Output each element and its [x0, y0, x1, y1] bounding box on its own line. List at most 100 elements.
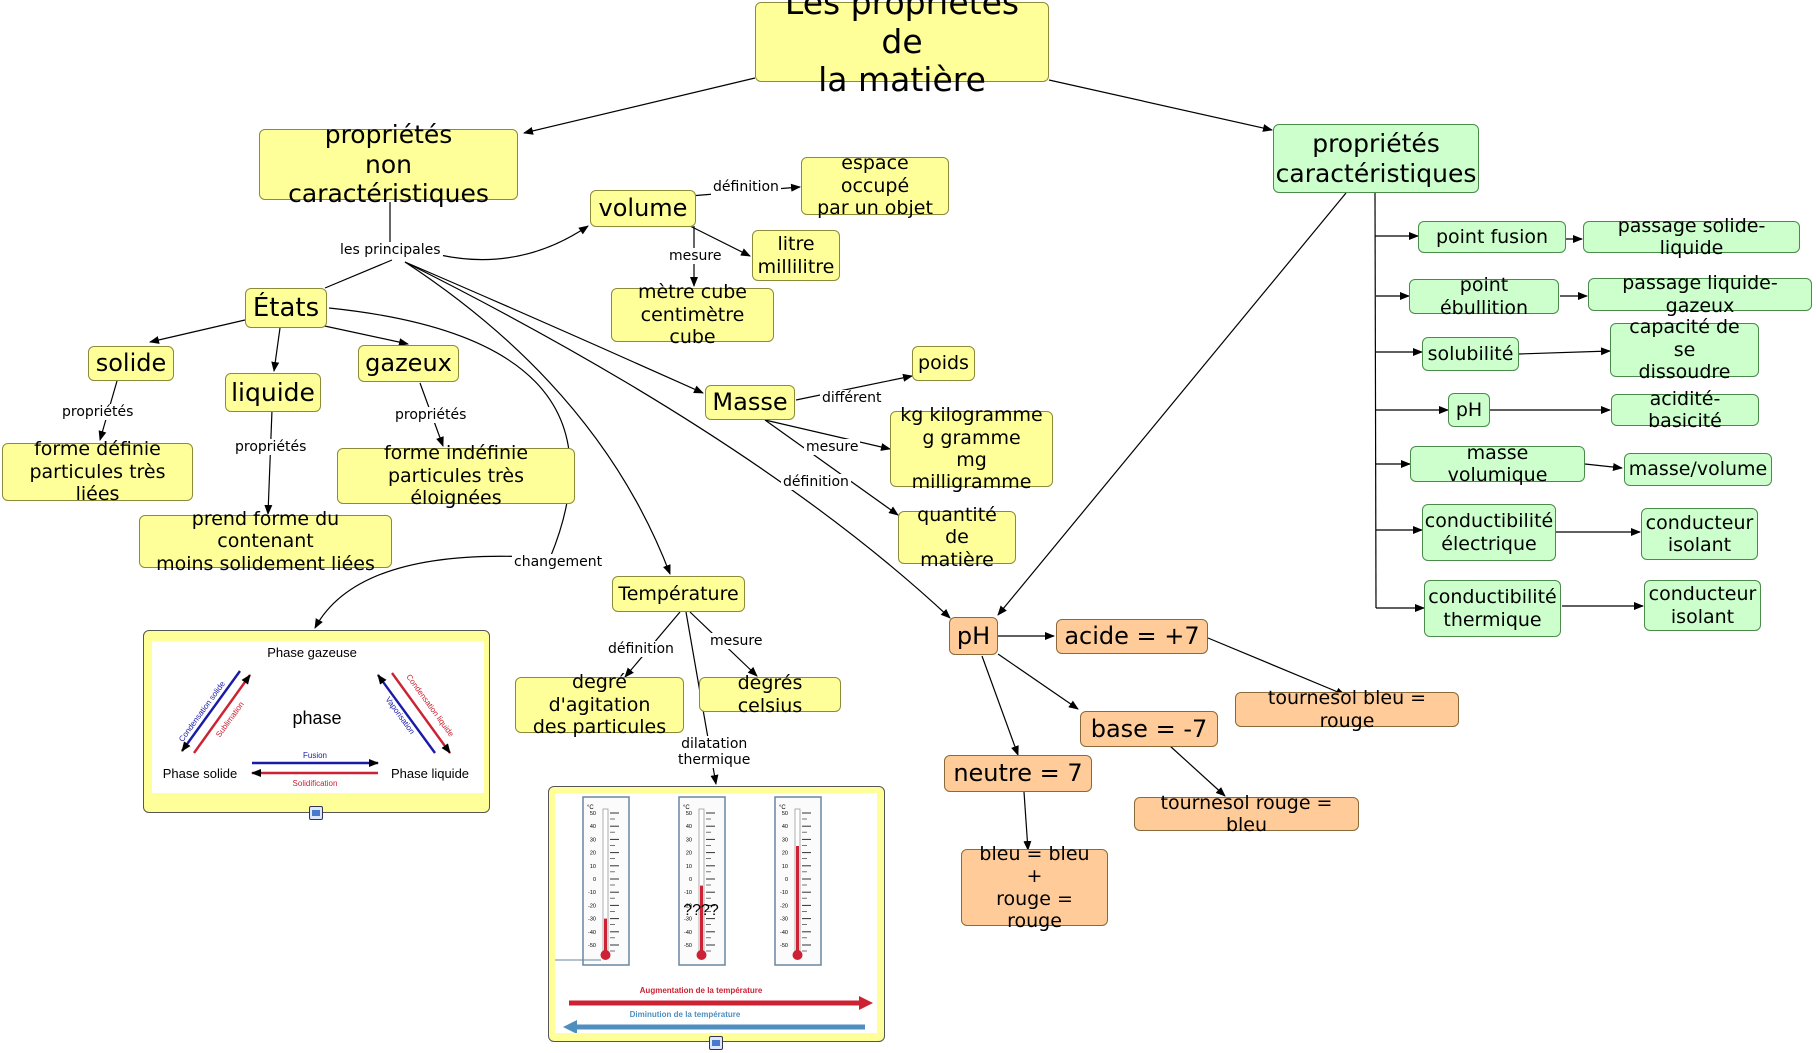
- principales-label: les principales: [338, 242, 443, 258]
- thermometer-tick-label: -40: [684, 930, 692, 936]
- thermometer-tick-label: 10: [590, 864, 596, 870]
- liquide-proprietes-label: propriétés: [233, 439, 309, 455]
- acide-test-node: tournesol bleu = rouge: [1235, 687, 1459, 732]
- temperature-increase-text: Augmentation de la température: [640, 986, 763, 995]
- thermometer-tick-label: -30: [684, 917, 692, 923]
- thermometer-tick-label: 0: [689, 877, 692, 883]
- solidification-text: Solidification: [293, 779, 338, 788]
- dilatation-label: dilatation thermique: [676, 736, 753, 768]
- phase-diagram-image: Phase gazeuse Phase solide Phase liquide…: [143, 630, 490, 813]
- phase-liquide-text: Phase liquide: [391, 766, 469, 781]
- characteristic-property-value-2: passage liquide-gazeux: [1588, 272, 1812, 317]
- masse-definition-node: quantité de matière: [898, 504, 1016, 571]
- base-node: base = -7: [1080, 711, 1218, 747]
- thermometer-tick-label: 40: [782, 824, 788, 830]
- thermometer-question-text: ????: [683, 902, 719, 919]
- characteristic-property-value-3: capacité de se dissoudre: [1610, 316, 1759, 383]
- solide-properties-node: forme définie particules très liées: [2, 438, 193, 505]
- gazeux-properties-node: forme indéfinie particules très éloignée…: [337, 442, 575, 509]
- volume-units-metre-node: mètre cube centimètre cube: [611, 281, 774, 348]
- thermometer-tick-label: -50: [588, 943, 596, 949]
- characteristic-property-value-1: passage solide-liquide: [1583, 215, 1800, 259]
- characteristic-property-7: conductibilité thermique: [1424, 580, 1561, 637]
- temperature-mesure-label: mesure: [708, 633, 765, 649]
- fusion-text: Fusion: [303, 751, 327, 760]
- thermometer-1: °C50 40 30 20 10 0 -10 -20 -30 -40 -50: [582, 796, 630, 966]
- thermometer-tick-label: -50: [780, 943, 788, 949]
- thermometer-tick-label: 40: [590, 824, 596, 830]
- neutre-node: neutre = 7: [944, 755, 1092, 792]
- characteristic-properties-node: propriétés caractéristiques: [1273, 124, 1479, 193]
- volume-node: volume: [590, 190, 696, 227]
- thermometer-tick-label: 0: [593, 877, 596, 883]
- thermometer-bulb: [600, 950, 611, 960]
- thermometer-tick-label: 50: [590, 811, 596, 817]
- thermometer-tick-label: -10: [588, 890, 596, 896]
- thermometer-unit: °C: [779, 805, 786, 811]
- thermometer-tick-label: -20: [780, 903, 788, 909]
- volume-definition-label: définition: [711, 179, 781, 195]
- thermometer-unit: °C: [683, 805, 690, 811]
- thermometer-tick-label: -20: [588, 903, 596, 909]
- characteristic-property-4: pH: [1448, 393, 1490, 427]
- thermometer-tick-label: -40: [588, 930, 596, 936]
- thermometer-tick-label: 30: [782, 837, 788, 843]
- temperature-decrease-text: Diminution de la température: [630, 1010, 741, 1019]
- liquide-node: liquide: [225, 373, 321, 412]
- thermometer-tick-label: 30: [590, 837, 596, 843]
- characteristic-property-value-5: masse/volume: [1624, 453, 1772, 486]
- characteristic-property-value-7: conducteur isolant: [1644, 580, 1761, 631]
- thermometer-level: [796, 846, 799, 951]
- thermometer-tick-label: 20: [686, 851, 692, 857]
- volume-definition-node: espace occupé par un objet: [801, 152, 949, 219]
- non-characteristic-properties-node: propriétés non caractéristiques: [259, 120, 518, 208]
- thermometer-level: [604, 918, 607, 951]
- solide-proprietes-label: propriétés: [60, 404, 136, 420]
- characteristic-property-6: conductibilité électrique: [1422, 504, 1556, 561]
- masse-units-node: kg kilogramme g gramme mg milligramme: [890, 404, 1053, 493]
- characteristic-property-3: solubilité: [1422, 337, 1519, 371]
- phase-center-text: phase: [292, 708, 341, 728]
- neutre-test-node: bleu = bleu + rouge = rouge: [961, 843, 1108, 932]
- masse-different-label: différent: [820, 390, 884, 406]
- etats-node: États: [245, 288, 327, 328]
- liquide-properties-node: prend forme du contenant moins solidemen…: [139, 508, 392, 575]
- thermometer-tick-label: -50: [684, 943, 692, 949]
- gazeux-proprietes-label: propriétés: [393, 407, 469, 423]
- thermometer-tick-label: -40: [780, 930, 788, 936]
- thermometer-tick-label: 10: [782, 864, 788, 870]
- thermometer-level: [700, 885, 703, 951]
- thermometer-tick-label: 50: [686, 811, 692, 817]
- masse-node: Masse: [705, 385, 795, 420]
- thermometer-tick-label: 50: [782, 811, 788, 817]
- poids-node: poids: [912, 346, 975, 381]
- ph-node: pH: [949, 617, 998, 655]
- main-title: Les propriétés de la matière: [755, 0, 1049, 99]
- thermometer-tick-label: -20: [684, 903, 692, 909]
- thermometer-tick-label: 30: [686, 837, 692, 843]
- characteristic-property-value-6: conducteur isolant: [1641, 508, 1758, 560]
- thermometer-image-icon[interactable]: [709, 1036, 723, 1050]
- changement-label: changement: [512, 554, 605, 570]
- volume-units-litre-node: litre millilitre: [752, 230, 840, 281]
- thermometer-tick-label: 20: [590, 851, 596, 857]
- phase-diagram-drawing: Phase gazeuse Phase solide Phase liquide…: [152, 641, 484, 793]
- phase-solide-text: Phase solide: [163, 766, 237, 781]
- masse-mesure-label: mesure: [804, 439, 861, 455]
- phase-image-icon[interactable]: [309, 806, 323, 820]
- thermometer-bulb: [696, 950, 707, 960]
- thermometer-unit: °C: [587, 805, 594, 811]
- thermometer-drawing: °C50403020100-10-20-30-40-50°C5040302010…: [555, 793, 877, 1033]
- thermometer-tick-label: -30: [588, 917, 596, 923]
- temperature-definition-node: degré d'agitation des particules: [515, 671, 684, 738]
- solide-node: solide: [88, 346, 174, 381]
- thermometer-tick-label: -30: [780, 917, 788, 923]
- thermometer-tick-label: -10: [780, 890, 788, 896]
- characteristic-property-5: masse volumique: [1410, 442, 1585, 486]
- thermometer-tick-label: -10: [684, 890, 692, 896]
